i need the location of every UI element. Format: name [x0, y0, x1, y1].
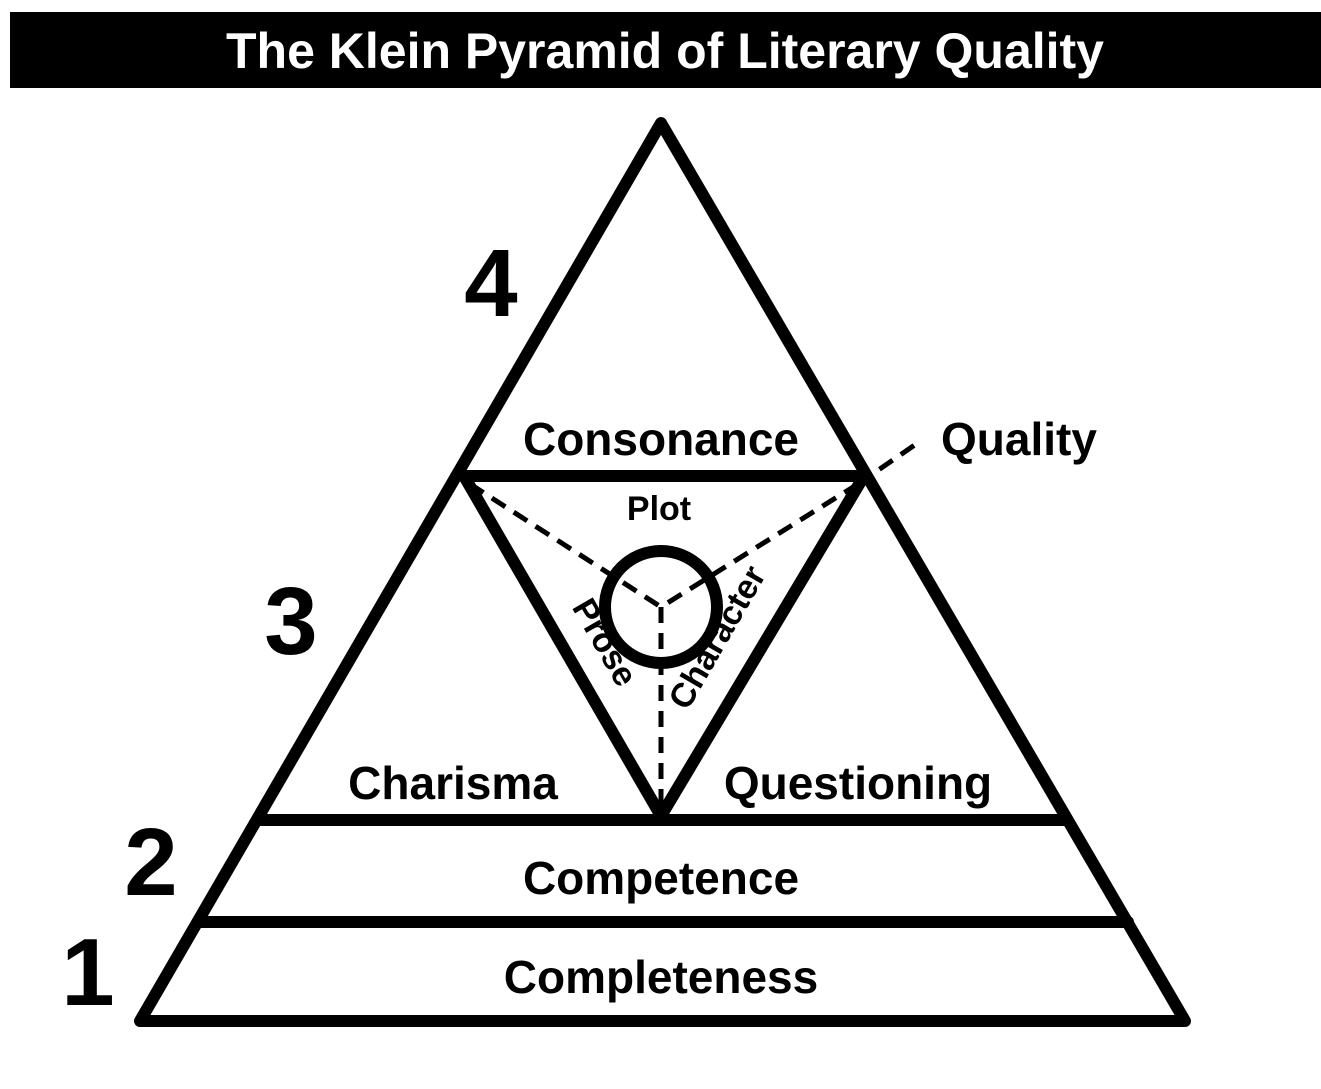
- dashed-connector-quality: [856, 437, 924, 487]
- zone-label-competence: Competence: [523, 852, 799, 904]
- level-number-1: 1: [61, 919, 114, 1026]
- inner-triangle-left-edge: [458, 470, 667, 822]
- dashed-connector-right: [659, 481, 860, 610]
- center-circle: [599, 545, 723, 669]
- level-number-3: 3: [264, 568, 317, 675]
- center-label-plot: Plot: [627, 490, 691, 528]
- dashed-connector-left: [468, 481, 663, 610]
- zone-label-charisma: Charisma: [348, 757, 558, 809]
- level-number-2: 2: [124, 809, 177, 916]
- diagram-title: The Klein Pyramid of Literary Quality: [226, 23, 1104, 79]
- level-number-4: 4: [464, 230, 517, 337]
- zone-label-consonance: Consonance: [523, 413, 799, 465]
- zone-label-completeness: Completeness: [504, 951, 818, 1003]
- inner-triangle-right-edge: [655, 470, 870, 822]
- zone-label-quality: Quality: [941, 413, 1097, 465]
- title-banner: [10, 12, 1321, 88]
- zone-label-questioning: Questioning: [724, 757, 992, 809]
- outer-pyramid: [134, 117, 1191, 1027]
